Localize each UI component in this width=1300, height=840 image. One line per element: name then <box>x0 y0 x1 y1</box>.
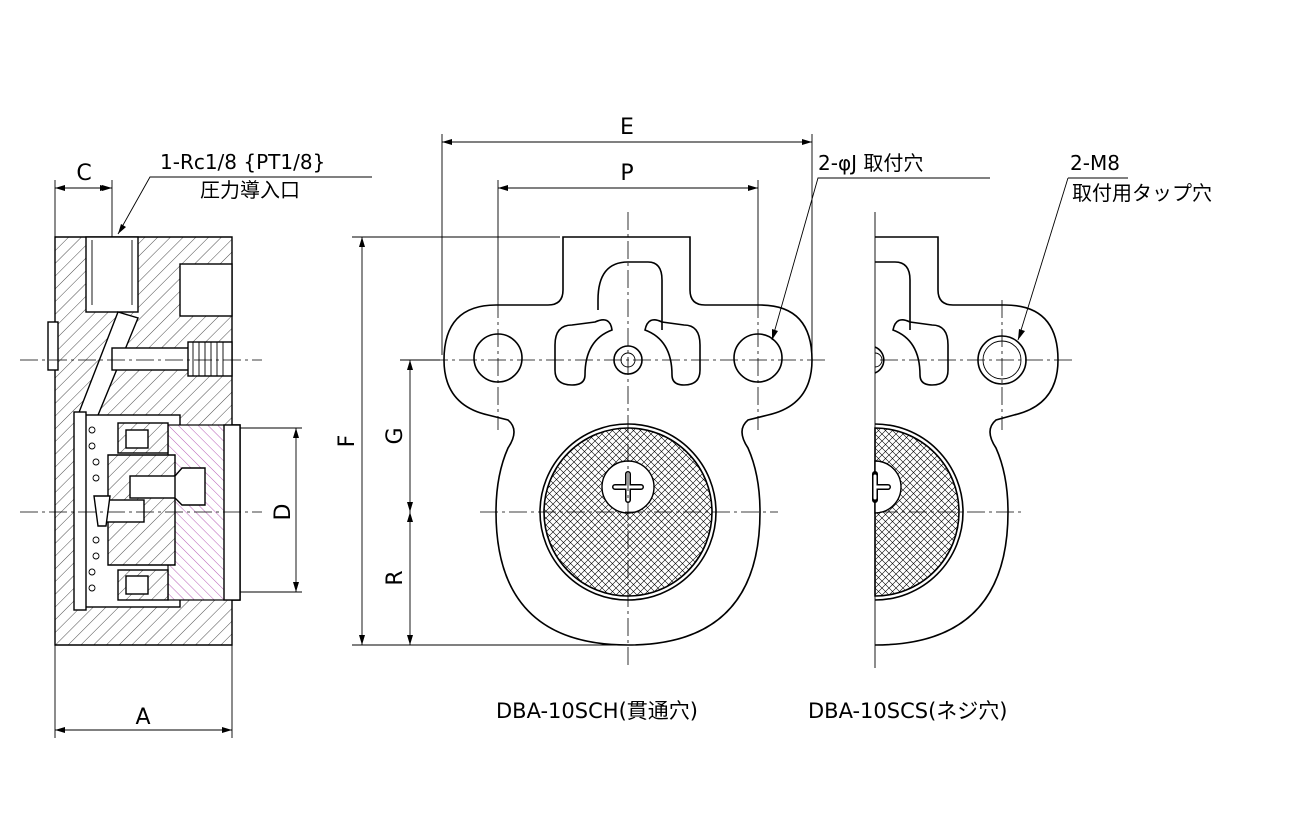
dim-c-label: C <box>76 161 91 186</box>
dim-f-label: F <box>335 435 360 448</box>
flange-outline-half <box>874 236 1059 646</box>
set-screw <box>129 475 183 499</box>
spring-strip <box>73 411 87 611</box>
dim-a-label: A <box>135 705 150 730</box>
front-view-sch: E P F G R 2-φJ 取付穴 DBA-10SCH(貫通穴) <box>335 115 990 723</box>
port-spec-label: 1-Rc1/8 {PT1/8} <box>160 150 325 174</box>
upper-pocket <box>179 263 233 317</box>
mount-hole-label: 2-φJ 取付穴 <box>818 151 923 175</box>
dim-g-label: G <box>383 427 408 444</box>
dim-p-label: P <box>620 161 633 186</box>
front-view-scs: 2-M8 取付用タップ穴 DBA-10SCS(ネジ穴) <box>808 151 1212 723</box>
spring-coils <box>88 426 100 592</box>
model-scs-caption: DBA-10SCS(ネジ穴) <box>808 699 1008 723</box>
right-slot <box>644 319 701 386</box>
dim-e-label: E <box>620 115 634 140</box>
tap-name-label: 取付用タップ穴 <box>1072 181 1212 205</box>
dim-r-label: R <box>383 570 408 585</box>
dim-d-label: D <box>271 504 296 521</box>
model-sch-caption: DBA-10SCH(貫通穴) <box>496 699 698 723</box>
port-name-label: 圧力導入口 <box>200 178 300 202</box>
tap-spec-label: 2-M8 <box>1070 151 1120 175</box>
left-slot <box>554 319 613 386</box>
port-bore <box>85 236 139 313</box>
side-plug <box>187 341 233 377</box>
section-view: C 1-Rc1/8 {PT1/8} 圧力導入口 A D <box>20 150 372 738</box>
